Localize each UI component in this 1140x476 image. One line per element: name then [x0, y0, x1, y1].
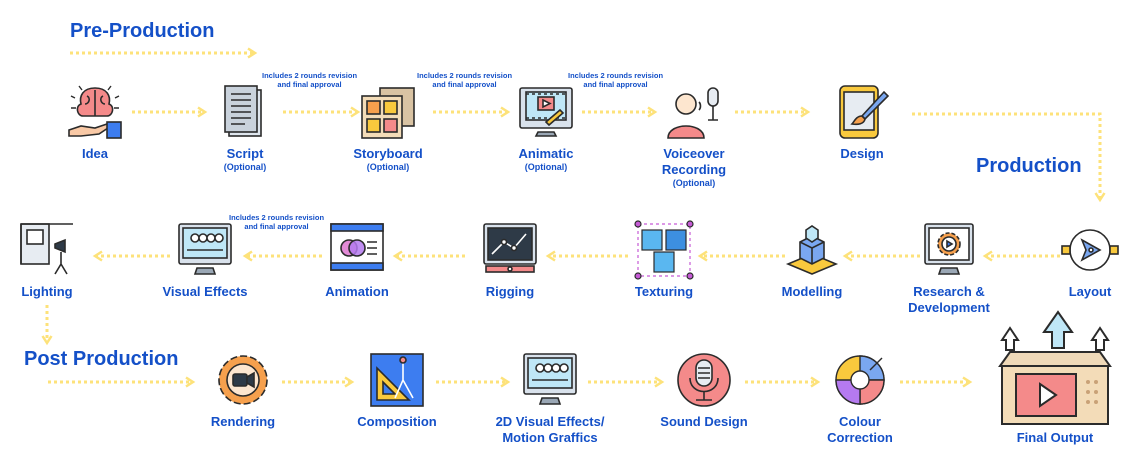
3d-cube-icon [785, 225, 839, 275]
step-lighting: Lighting [0, 220, 107, 300]
section-title-production: Production [976, 155, 1082, 177]
connector-arrowhead [41, 335, 53, 346]
rig-graph-monitor-icon [483, 223, 537, 273]
microphone-icon [677, 353, 731, 407]
connector-arrowhead [242, 250, 253, 262]
step-label: Idea [81, 146, 108, 161]
connector-arrowhead [654, 376, 665, 388]
connector-arrowhead [500, 376, 511, 388]
step-label: Script [226, 146, 264, 161]
design-tablet-brush-icon [839, 85, 890, 139]
step-label: Sound Design [660, 414, 748, 429]
step-rendering: Rendering [183, 350, 303, 430]
connector-arrowhead [697, 250, 708, 262]
step-label: Modelling [781, 284, 843, 299]
step-label: Layout [1068, 284, 1112, 299]
step-sound-design: Sound Design [644, 350, 764, 430]
brain-hand-icon [68, 85, 122, 139]
step-animatic: Animatic (Optional) [486, 82, 606, 173]
connector-arrowhead [962, 376, 973, 388]
connector-arrowhead [247, 47, 258, 59]
connector-arrowhead [810, 376, 821, 388]
step-voiceover-recording: Voiceover Recording (Optional) [634, 82, 754, 189]
pen-tool-icon [1061, 229, 1119, 271]
step-label: Visual Effects [162, 284, 248, 299]
step-optional-note: (Optional) [672, 178, 716, 188]
step-label-line-2: Recording [661, 162, 727, 177]
step-idea: Idea [35, 82, 155, 162]
step-animation: Animation [297, 220, 417, 300]
step-script: Script (Optional) [185, 82, 305, 173]
step-optional-note: (Optional) [524, 162, 568, 172]
connector-line [912, 112, 1102, 200]
vfx-monitor-icon [178, 223, 232, 275]
step-label-line-2: Motion Graffics [502, 430, 598, 445]
connector-arrowhead [545, 250, 556, 262]
connector-arrowhead [185, 376, 196, 388]
section-title-post-production: Post Production [24, 348, 179, 370]
step-label: Design [840, 146, 884, 161]
step-research-development: Research & Development [889, 220, 1009, 316]
step-label-line-1: 2D Visual Effects/ [495, 414, 605, 429]
step-label: Final Output [1016, 430, 1094, 445]
connector-arrowhead [647, 106, 658, 118]
connector-arrowhead [92, 250, 103, 262]
step-label: Composition [357, 414, 437, 429]
connector-arrowhead [344, 376, 355, 388]
step-motion-graphics: 2D Visual Effects/ Motion Graffics [490, 350, 610, 446]
step-label-line-1: Colour [839, 414, 881, 429]
textured-cubes-icon [634, 220, 694, 280]
animation-film-icon [330, 223, 384, 271]
script-document-icon [224, 85, 262, 137]
voiceover-person-mic-icon [667, 87, 719, 139]
gear-camera-icon [218, 355, 268, 405]
studio-light-icon [20, 223, 73, 275]
step-rigging: Rigging [450, 220, 570, 300]
step-label-line-2: Correction [827, 430, 893, 445]
step-texturing: Texturing [604, 220, 724, 300]
step-label-line-2: Development [908, 300, 990, 315]
motion-graphics-monitor-icon [523, 353, 577, 405]
step-label: Texturing [634, 284, 694, 299]
step-visual-effects: Visual Effects [145, 220, 265, 300]
step-modelling: Modelling [752, 220, 872, 300]
section-title-pre-production: Pre-Production [70, 20, 215, 42]
step-label: Lighting [21, 284, 73, 299]
step-label-line-1: Voiceover [663, 146, 725, 161]
connector-arrowhead [500, 106, 511, 118]
step-design: Design [802, 82, 922, 162]
connector-arrowhead [800, 106, 811, 118]
connector-arrowhead [350, 106, 361, 118]
step-composition: Composition [337, 350, 457, 430]
compass-ruler-icon [370, 353, 424, 407]
upload-box-play-icon [998, 310, 1112, 425]
colour-wheel-icon [835, 355, 885, 405]
connector-arrowhead [392, 250, 403, 262]
step-label: Animation [325, 284, 389, 299]
step-label: Rendering [210, 414, 276, 429]
connector-arrowhead [197, 106, 208, 118]
animatic-monitor-icon [519, 87, 573, 137]
connector-arrowhead [982, 250, 993, 262]
connector-arrowhead [1094, 192, 1106, 203]
step-storyboard: Storyboard (Optional) [328, 82, 448, 173]
step-layout: Layout [1030, 220, 1140, 300]
storyboard-panels-icon [361, 87, 415, 139]
step-label: Rigging [485, 284, 535, 299]
step-label: Animatic [518, 146, 574, 161]
connector-arrowhead [842, 250, 853, 262]
step-optional-note: (Optional) [223, 162, 267, 172]
step-colour-correction: Colour Correction [800, 350, 920, 446]
step-final-output: Final Output [985, 310, 1125, 446]
step-label-line-1: Research & [913, 284, 985, 299]
gear-play-monitor-icon [924, 223, 974, 275]
step-optional-note: (Optional) [366, 162, 410, 172]
step-label: Storyboard [353, 146, 423, 161]
